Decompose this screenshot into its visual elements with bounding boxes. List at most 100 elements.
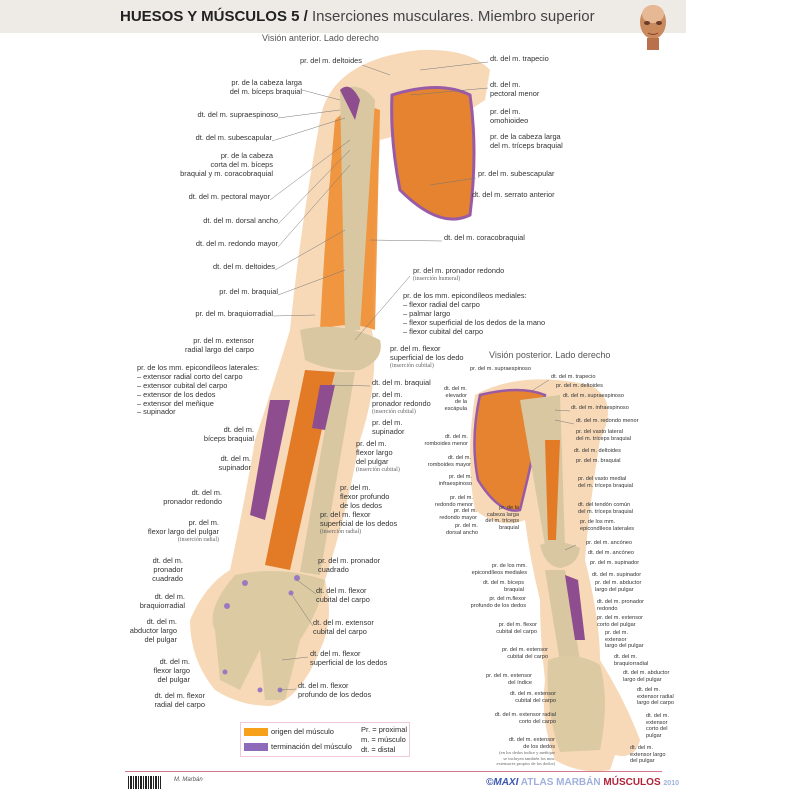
label-text: pr. del vasto medial del m. tríceps braq… [578,476,634,489]
anterior-label: pr. del m. subescapular [478,169,554,179]
label-text: pr. de la cabeza corta del m. bíceps bra… [180,151,273,178]
posterior-label: pr. del m. redondo menor [435,495,473,508]
label-text: dt. del m. flexor superficial de los ded… [310,649,388,667]
anterior-label: pr. del m. supinador [372,418,405,437]
publisher-brand: ©MAXI ATLAS MARBÁN MÚSCULOS 2010 [486,777,679,788]
label-text: dt. del m. bíceps braquial [482,580,524,593]
anterior-label: pr. del m. pronador redondo(inserción hu… [413,266,505,283]
label-text: dt. del m. flexor radial del carpo [154,691,205,709]
head-muscles-thumbnail-icon [640,5,666,50]
label-text: dt. del m. pectoral menor [490,80,540,98]
posterior-label: pr. del vasto medial del m. tríceps braq… [578,476,633,489]
posterior-hand-bones [547,656,605,752]
label-text: dt. del m. pronador redondo [597,599,644,612]
anterior-label: pr. del m. flexor largo del pulgar(inser… [356,439,400,474]
anterior-label: pr. del m. pronador redondo(inserción cu… [372,390,431,416]
label-text: pr. del m. flexor superficial de los ded… [320,510,398,528]
anterior-label: dt. del m. deltoides [213,262,275,272]
anterior-label: pr. del m. braquiorradial [195,309,273,319]
label-text: pr. del m. braquial [576,458,621,464]
label-note: (en los dedos índice y meñique se incluy… [496,750,556,767]
posterior-label: dt. del m. extensor largo del pulgar [630,745,665,765]
legend-abbr-distal: dt. = distal [361,745,396,754]
posterior-label: dt. del m. ancóneo [588,550,634,557]
label-text: dt. del m. extensor radial corto del car… [494,712,556,725]
posterior-label: pr. del m. extensor largo del pulgar [605,630,644,650]
label-text: dt. del m. abductor largo del pulgar [129,617,177,644]
posterior-label: dt. del m. romboides menor [424,434,468,447]
posterior-label: pr. del m. extensor corto del pulgar [597,615,643,628]
anterior-label: dt. del m. flexor superficial de los ded… [310,649,388,668]
label-text: pr. del m. flexor cubital del carpo [496,622,537,635]
label-text: dt. del m. supraespinoso [197,110,278,119]
posterior-label: dt. del m. infraespinoso [571,405,629,412]
label-text: pr. de los mm. epicondíleos mediales: – … [403,291,546,336]
posterior-label: dt. del m. extensor cubital del carpo [510,691,556,704]
anterior-view-title: Visión anterior. Lado derecho [262,33,379,43]
posterior-label: dt. del m. supinador [592,572,641,579]
anterior-label: pr. del m. extensor radial largo del car… [185,336,254,355]
anterior-label: pr. del m. flexor largo del pulgar(inser… [148,518,219,544]
label-text: pr. del m. extensor del índice [485,673,532,686]
label-text: pr. del m. ancóneo [586,540,633,546]
posterior-label: pr. del m. supraespinoso [470,366,531,373]
posterior-label: dt. del m. elevador de la escápula [444,386,467,413]
anterior-label: dt. del m. redondo mayor [196,239,278,249]
label-text: pr. del m. supinador [590,560,640,566]
posterior-label: pr. del m. abductor largo del pulgar [595,580,641,593]
anterior-label: dt. del m. pectoral mayor [189,192,270,202]
label-text: dt. del m. braquial [372,378,431,387]
anterior-label: dt. del m. braquiorradial [140,592,185,611]
anterior-label: pr. de los mm. epicondíleos mediales: – … [403,291,546,336]
label-text: pr. del m. pronador redondo [413,266,505,275]
legend-abbr-muscle: m. = músculo [361,735,406,744]
label-text: dt. del m. pronador redondo [163,488,222,506]
brand-maxi: ©MAXI [486,777,519,788]
posterior-label: pr. del vasto lateral del m. tríceps bra… [576,429,631,442]
label-text: pr. del m. supinador [372,418,405,436]
page-title: HUESOS Y MÚSCULOS 5 / Inserciones muscul… [120,8,595,25]
anterior-label: dt. del m. flexor profundo de los dedos [298,681,372,700]
label-text: dt. del m. infraespinoso [571,405,629,411]
anterior-label: dt. del m. bíceps braquial [204,425,254,444]
posterior-label: pr. del m. extensor del índice [486,673,532,686]
anterior-hand-bones [212,571,325,700]
label-text: dt. del m. trapecio [551,374,596,380]
anterior-label: dt. del m. pronador redondo [163,488,222,507]
label-text: dt. del m. flexor cubital del carpo [316,586,370,604]
label-text: dt. del m. romboides menor [424,434,468,447]
label-text: dt. del m. flexor profundo de los dedos [298,681,372,699]
label-text: pr. del m. braquial [219,287,278,296]
posterior-label: dt. del m. pronador redondo [597,599,644,612]
posterior-label: dt. del m. trapecio [551,374,595,381]
anterior-label: pr. del m. omohioideo [490,107,528,126]
anterior-label: dt. del m. abductor largo del pulgar [129,617,177,645]
anterior-label: pr. del m. flexor superficial de los ded… [390,344,464,370]
label-text: pr. del m. redondo mayor [439,508,477,521]
anterior-label: pr. de los mm. epicondíleos laterales: –… [137,363,259,417]
anterior-label: dt. del m. supinador [219,454,251,473]
anterior-label: dt. del m. subescapular [196,133,272,143]
posterior-label: pr. de la cabeza larga del m. tríceps br… [485,505,519,532]
posterior-label: dt. del m. braquiorradial [614,654,648,667]
anterior-label: pr. del m. deltoides [300,56,362,66]
label-note: (inserción radial) [320,528,362,535]
anterior-label: pr. del m. flexor superficial de los ded… [320,510,398,536]
anterior-label: dt. del m. pronador cuadrado [152,556,183,584]
label-text: dt. del m. serrato anterior [472,190,555,199]
anterior-humerus [340,86,375,331]
label-text: pr. del m. dorsal ancho [445,523,478,536]
label-text: pr. del m. pronador redondo [372,390,431,408]
label-text: dt. del m. extensor cubital del carpo [313,618,374,636]
label-text: pr. de los mm. epicondíleos laterales [580,519,635,532]
label-note: (inserción humeral) [413,275,461,282]
label-text: dt. del m. supinador [592,572,642,578]
anterior-label: dt. del m. dorsal ancho [203,216,278,226]
posterior-label: pr. de los mm. epicondíleos mediales [472,563,527,576]
label-text: dt. del m. elevador de la escápula [443,386,467,413]
label-note: (inserción cubital) [372,408,416,415]
anterior-label: pr. del m. braquial [219,287,278,297]
posterior-label: dt. del m. extensor de los dedos(en los … [497,737,556,767]
